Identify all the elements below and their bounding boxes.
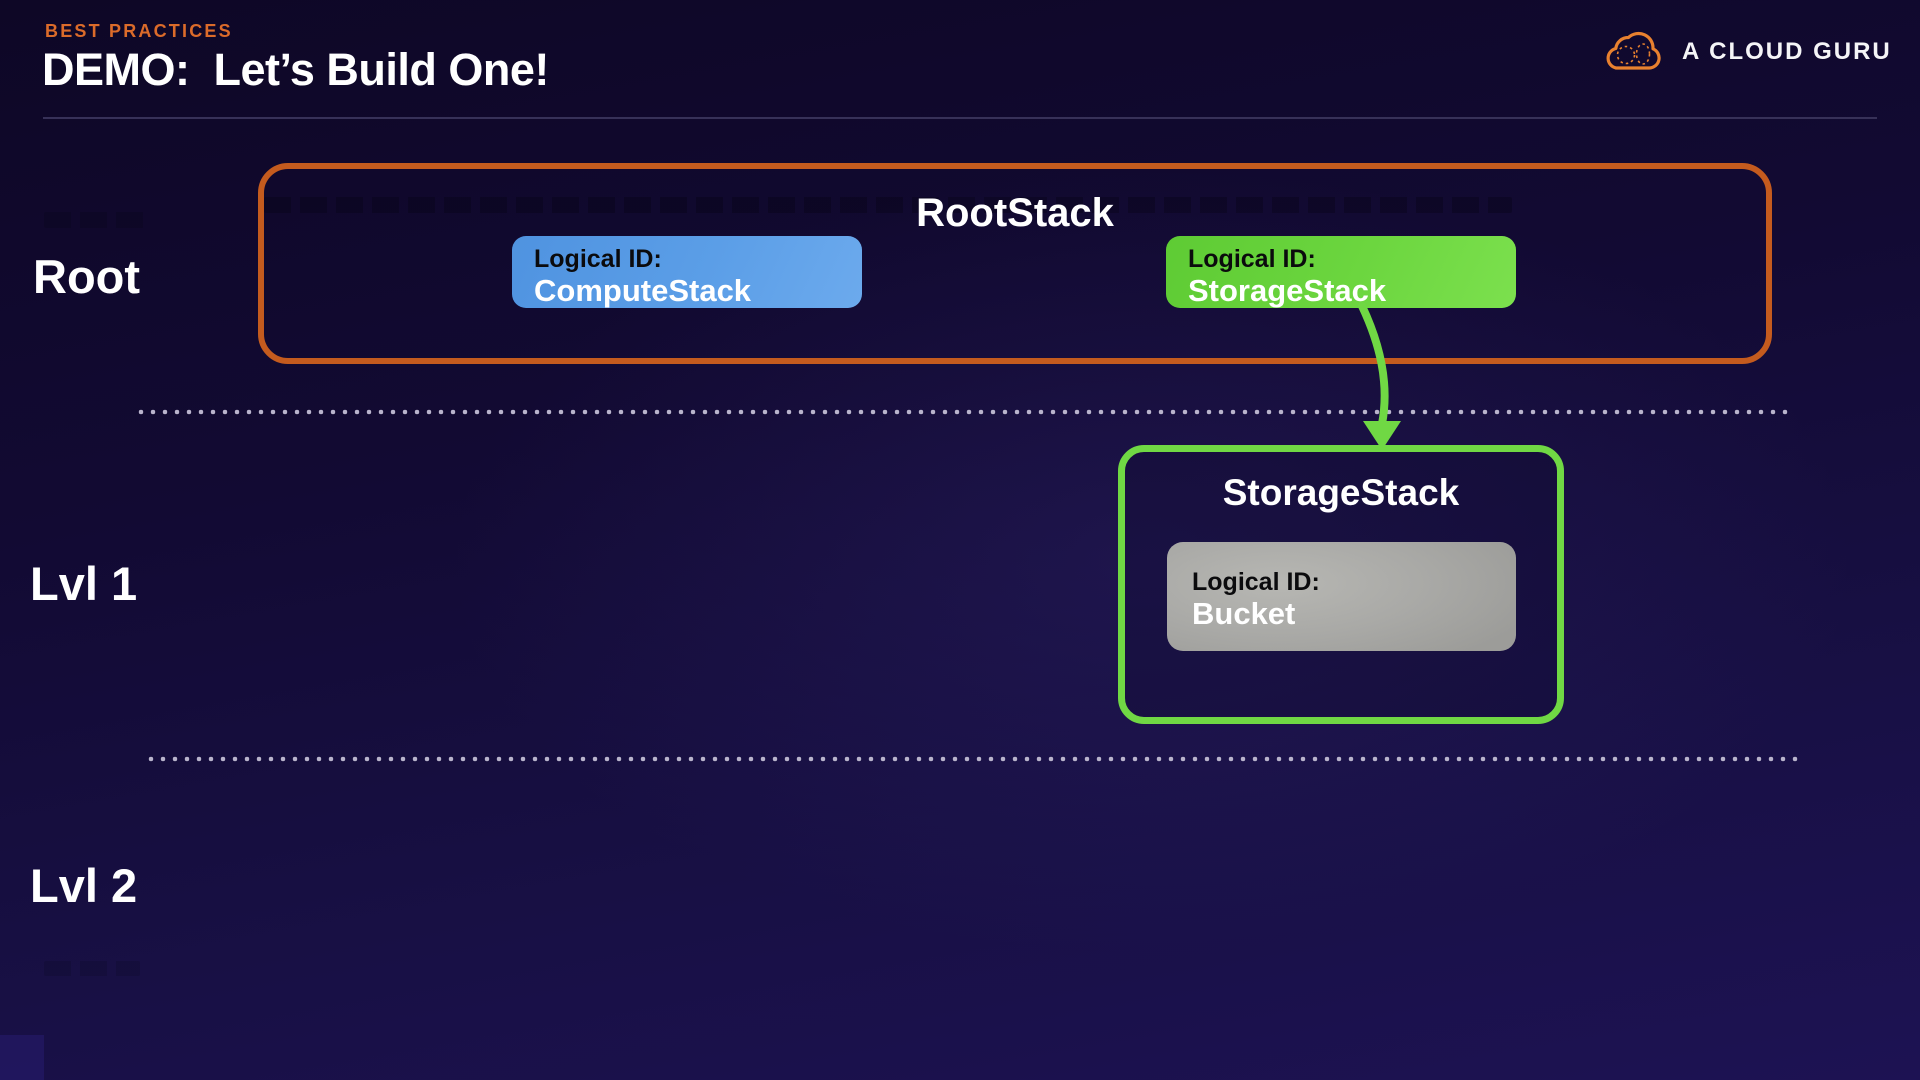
corner-artifact bbox=[0, 1035, 44, 1080]
storage-stack-logical-id-label: Logical ID: bbox=[1188, 245, 1316, 273]
row-label-lvl1: Lvl 1 bbox=[30, 557, 138, 610]
storage-stack-name: StorageStack bbox=[1188, 273, 1387, 308]
compute-stack-logical-id-label: Logical ID: bbox=[534, 245, 662, 273]
slide-title: DEMO: Let’s Build One! bbox=[42, 44, 549, 95]
bucket-name: Bucket bbox=[1192, 596, 1296, 631]
compute-stack-name: ComputeStack bbox=[534, 273, 752, 308]
ghost-artifact-top-left bbox=[44, 212, 146, 228]
ghost-text-band bbox=[264, 197, 1512, 213]
brand-name: A CLOUD GURU bbox=[1682, 38, 1892, 65]
bucket-resource-chip: Logical ID: Bucket bbox=[1167, 542, 1516, 651]
row-label-root: Root bbox=[33, 250, 141, 303]
brand-logo: A CLOUD GURU bbox=[1601, 26, 1892, 78]
compute-stack-chip: Logical ID: ComputeStack bbox=[512, 236, 862, 308]
header-divider bbox=[43, 117, 1877, 119]
root-stack-container: RootStack bbox=[258, 163, 1772, 364]
storage-stack-chip: Logical ID: StorageStack bbox=[1166, 236, 1516, 308]
bucket-logical-id-label: Logical ID: bbox=[1192, 568, 1320, 596]
root-stack-title: RootStack bbox=[916, 191, 1114, 235]
row-label-lvl2: Lvl 2 bbox=[30, 859, 138, 912]
ghost-artifact-bottom-left bbox=[44, 961, 140, 976]
slide-eyebrow: BEST PRACTICES bbox=[45, 21, 233, 41]
level-separator-root-lvl1 bbox=[138, 409, 1790, 415]
acg-cloud-icon bbox=[1601, 28, 1667, 76]
nested-storage-stack-title: StorageStack bbox=[1222, 472, 1460, 513]
level-separator-lvl1-lvl2 bbox=[148, 756, 1798, 762]
